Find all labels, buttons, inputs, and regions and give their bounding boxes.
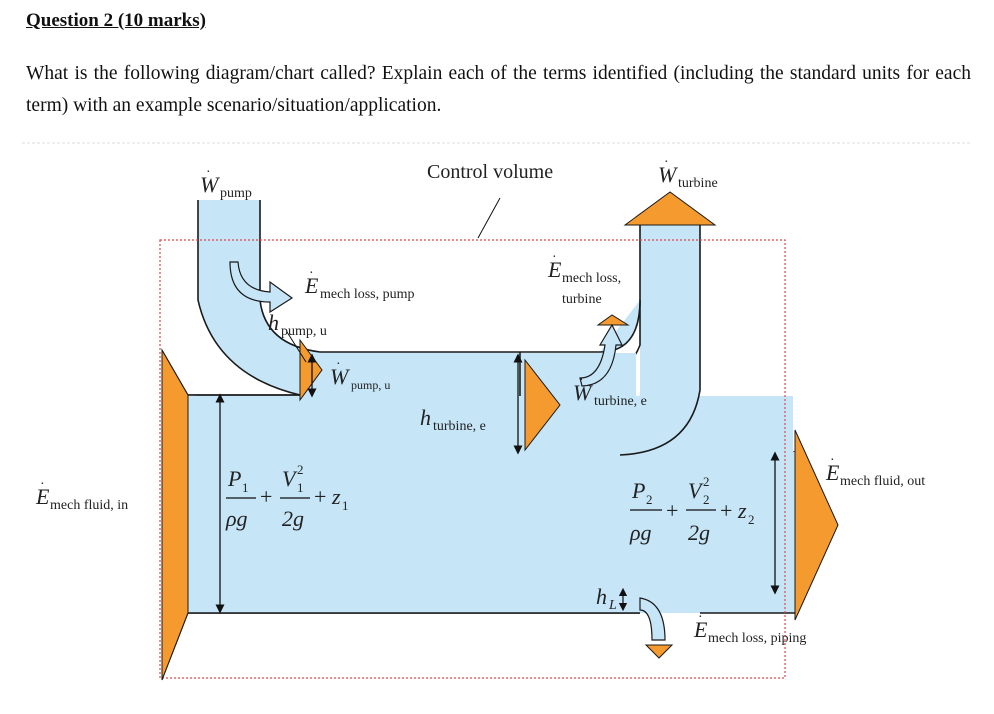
svg-text:·: · xyxy=(309,266,314,281)
piping-loss-arrow xyxy=(644,644,674,659)
svg-text:mech fluid, out: mech fluid, out xyxy=(840,474,925,489)
w-turbine-e-label: W · turbine, e xyxy=(573,373,647,409)
question-heading: Question 2 (10 marks) xyxy=(26,10,206,31)
svg-text:2: 2 xyxy=(646,492,653,507)
svg-text:W: W xyxy=(330,364,350,389)
svg-text:1: 1 xyxy=(242,480,249,495)
equation-right: P 2 ρg + V 2 2 2g + z 2 xyxy=(629,474,755,545)
svg-text:+: + xyxy=(260,484,272,509)
svg-text:turbine, e: turbine, e xyxy=(594,394,647,409)
svg-text:2: 2 xyxy=(703,474,710,489)
h-loss-label: h L xyxy=(596,584,617,613)
e-mech-loss-piping-label: E · mech loss, piping xyxy=(693,610,806,646)
w-pump-u-label: W · pump, u xyxy=(330,357,390,392)
e-mech-fluid-out-label: E · mech fluid, out xyxy=(825,453,925,489)
control-volume-label: Control volume xyxy=(427,161,553,183)
svg-text:mech loss, piping: mech loss, piping xyxy=(708,631,806,646)
turbine-loss-arrow xyxy=(596,314,630,326)
svg-text:E: E xyxy=(825,460,840,485)
svg-text:pump, u: pump, u xyxy=(281,324,327,339)
svg-text:2: 2 xyxy=(703,492,710,507)
svg-text:turbine: turbine xyxy=(562,292,602,307)
svg-text:E: E xyxy=(693,617,708,642)
question-prompt: What is the following diagram/chart call… xyxy=(26,63,971,116)
e-mech-loss-pump-label: E · mech loss, pump xyxy=(304,266,415,302)
svg-text:h: h xyxy=(268,310,279,335)
h-turbine-e-label: h turbine, e xyxy=(420,405,486,434)
w-turbine-label: W · turbine xyxy=(658,155,718,191)
control-volume-boundary xyxy=(159,239,786,679)
svg-text:1: 1 xyxy=(342,498,349,513)
svg-text:1: 1 xyxy=(297,480,304,495)
turbine-work-arrow xyxy=(524,358,561,452)
svg-text:L: L xyxy=(608,598,617,613)
svg-text:h: h xyxy=(596,584,607,609)
turbine-loss-curved-arrow xyxy=(579,323,623,387)
svg-text:E: E xyxy=(35,484,50,509)
h-pump-leader xyxy=(286,331,307,363)
svg-text:W: W xyxy=(573,380,593,405)
svg-text:pump: pump xyxy=(220,186,252,201)
mech-fluid-out-arrow xyxy=(794,429,839,621)
svg-text:ρg: ρg xyxy=(225,506,248,531)
svg-text:V: V xyxy=(282,466,298,491)
svg-text:·: · xyxy=(698,610,703,625)
svg-text:+: + xyxy=(666,498,678,523)
svg-text:·: · xyxy=(552,250,557,265)
svg-text:pump, u: pump, u xyxy=(351,378,390,392)
mech-fluid-in-arrow xyxy=(161,348,189,681)
e-mech-loss-turbine-label: E · mech loss, turbine xyxy=(547,250,621,307)
svg-text:2g: 2g xyxy=(688,520,710,545)
svg-text:turbine, e: turbine, e xyxy=(433,419,486,434)
svg-text:·: · xyxy=(579,373,584,388)
svg-text:·: · xyxy=(40,477,45,492)
piping-loss-curved-arrow xyxy=(639,597,666,641)
svg-text:mech loss,: mech loss, xyxy=(562,271,621,286)
pump-loss-curved-arrow xyxy=(229,261,294,314)
svg-text:V: V xyxy=(688,478,704,503)
svg-text:h: h xyxy=(420,405,431,430)
svg-text:mech loss, pump: mech loss, pump xyxy=(320,287,415,302)
svg-text:+: + xyxy=(720,498,732,523)
svg-text:turbine: turbine xyxy=(678,176,718,191)
equation-left: P 1 ρg + V 2 1 2g + z 1 xyxy=(225,462,349,531)
w-pump-label: W · pump xyxy=(200,165,252,201)
svg-text:P: P xyxy=(631,478,645,503)
svg-text:·: · xyxy=(664,155,669,170)
fluid-body xyxy=(188,200,795,614)
svg-text:W: W xyxy=(200,172,220,197)
svg-text:·: · xyxy=(830,453,835,468)
svg-text:·: · xyxy=(336,357,341,372)
svg-text:·: · xyxy=(206,165,211,180)
svg-text:P: P xyxy=(227,466,241,491)
svg-text:E: E xyxy=(547,257,562,282)
svg-text:E: E xyxy=(304,273,319,298)
svg-text:+: + xyxy=(314,484,326,509)
svg-text:2: 2 xyxy=(297,462,304,477)
control-volume-leader xyxy=(477,197,501,239)
svg-text:2: 2 xyxy=(748,512,755,527)
svg-text:z: z xyxy=(737,498,747,523)
turbine-output-arrow xyxy=(623,191,717,226)
e-mech-fluid-in-label: E · mech fluid, in xyxy=(35,477,128,513)
h-pump-u-label: h pump, u xyxy=(268,310,327,339)
svg-text:W: W xyxy=(658,162,678,187)
svg-text:ρg: ρg xyxy=(629,520,652,545)
svg-text:mech fluid, in: mech fluid, in xyxy=(50,498,128,513)
svg-text:z: z xyxy=(331,484,341,509)
svg-text:2g: 2g xyxy=(282,506,304,531)
